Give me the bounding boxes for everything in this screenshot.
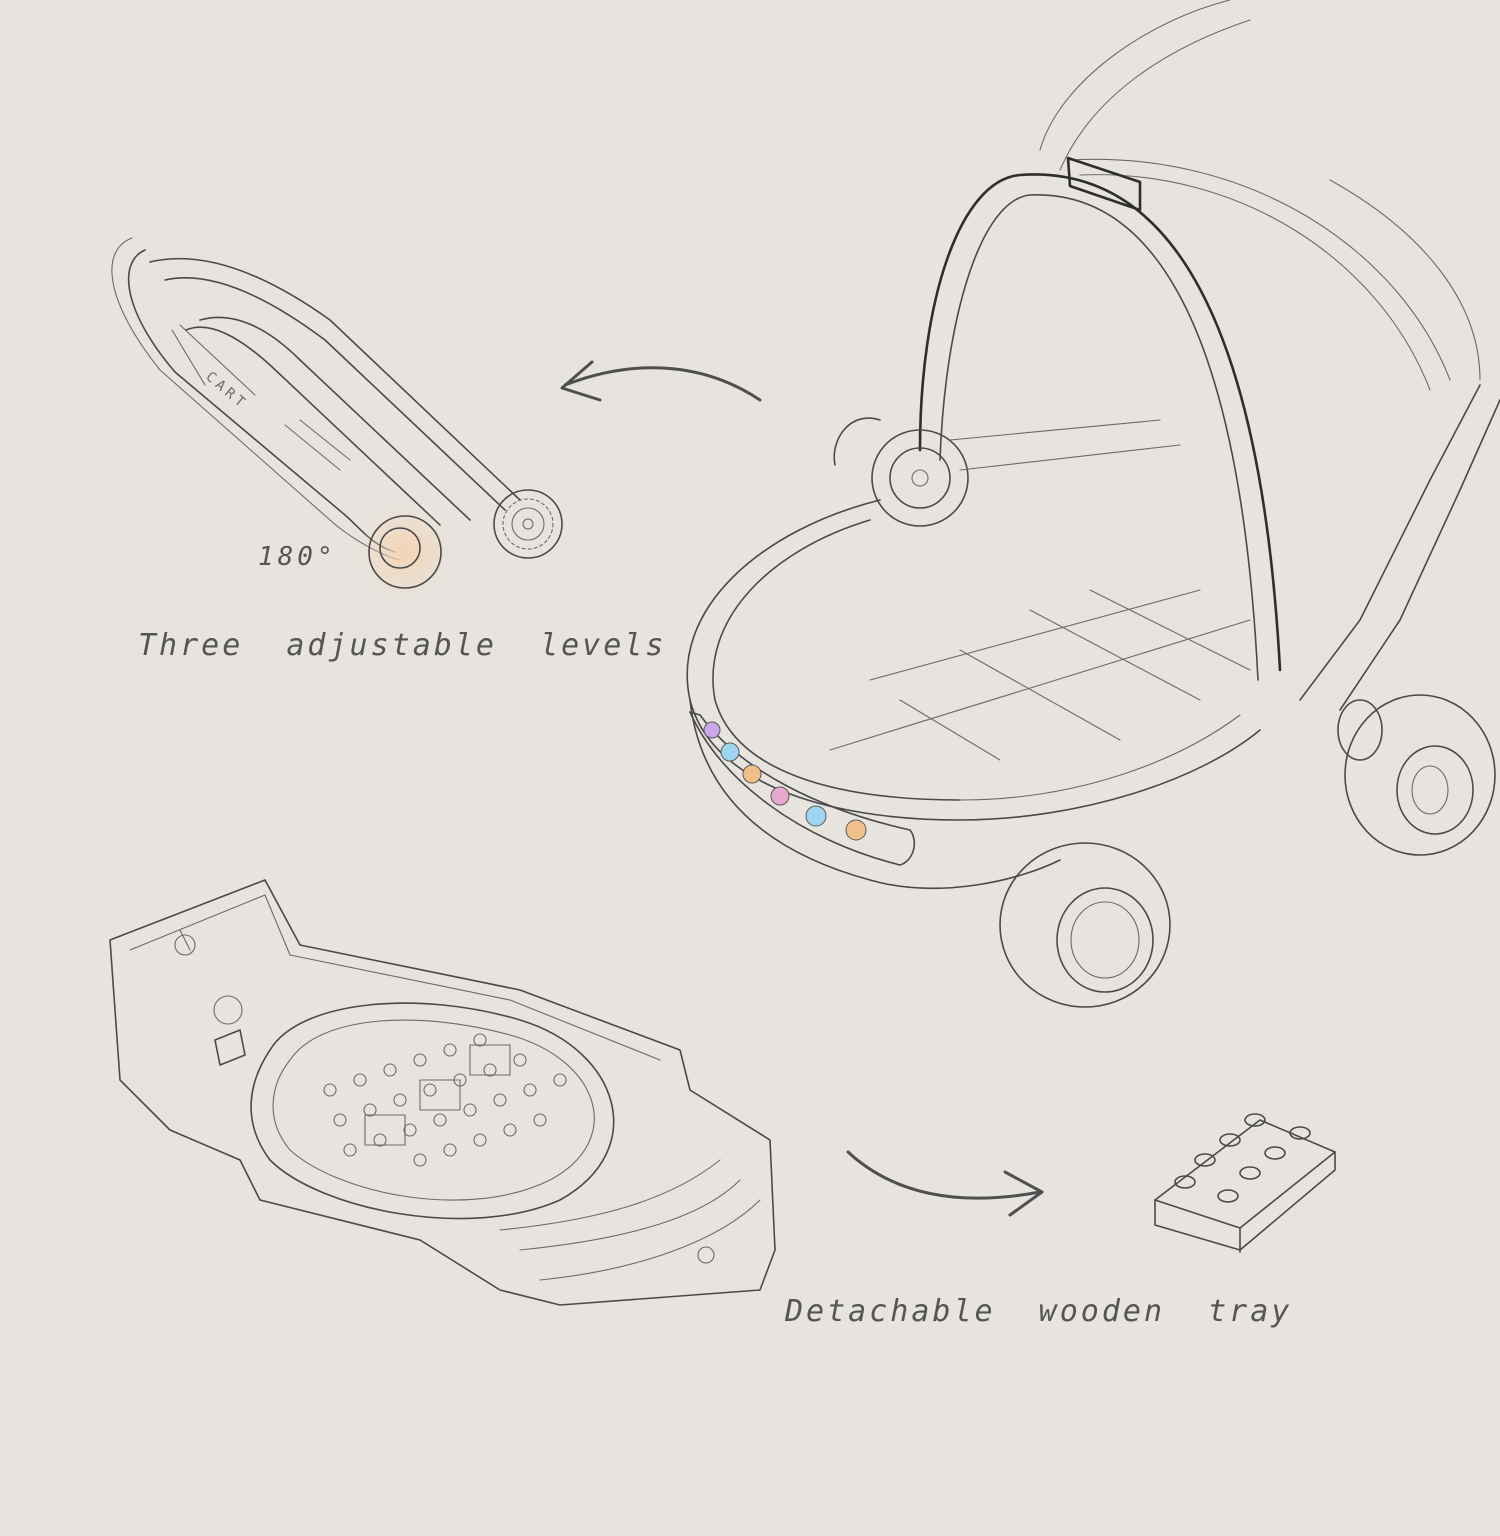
- handle-text: CART: [202, 369, 250, 413]
- led-light: [770, 786, 790, 806]
- front-wheel: [999, 842, 1171, 1008]
- detachable-tray-caption: Detachable wooden tray: [785, 1294, 1293, 1329]
- arrow-to-handle-icon: [560, 360, 762, 402]
- led-light: [805, 805, 827, 827]
- stroller-body: [686, 0, 1500, 890]
- led-light-strip: [703, 721, 867, 841]
- tray-studs: [323, 1033, 567, 1167]
- detached-handle: [111, 237, 521, 561]
- rear-wheel: [1337, 694, 1496, 856]
- detachable-tray: [109, 879, 776, 1306]
- led-light: [720, 742, 740, 762]
- building-brick-icon: [1154, 1113, 1336, 1253]
- rotation-angle-label: 180°: [258, 542, 337, 572]
- gear-icon: [493, 489, 563, 559]
- arrow-to-brick-icon: [846, 1150, 1044, 1217]
- led-light: [845, 819, 867, 841]
- adjustable-levels-caption: Three adjustable levels: [138, 628, 667, 663]
- led-light: [703, 721, 721, 739]
- led-light: [742, 764, 762, 784]
- knob-icon: [357, 504, 453, 600]
